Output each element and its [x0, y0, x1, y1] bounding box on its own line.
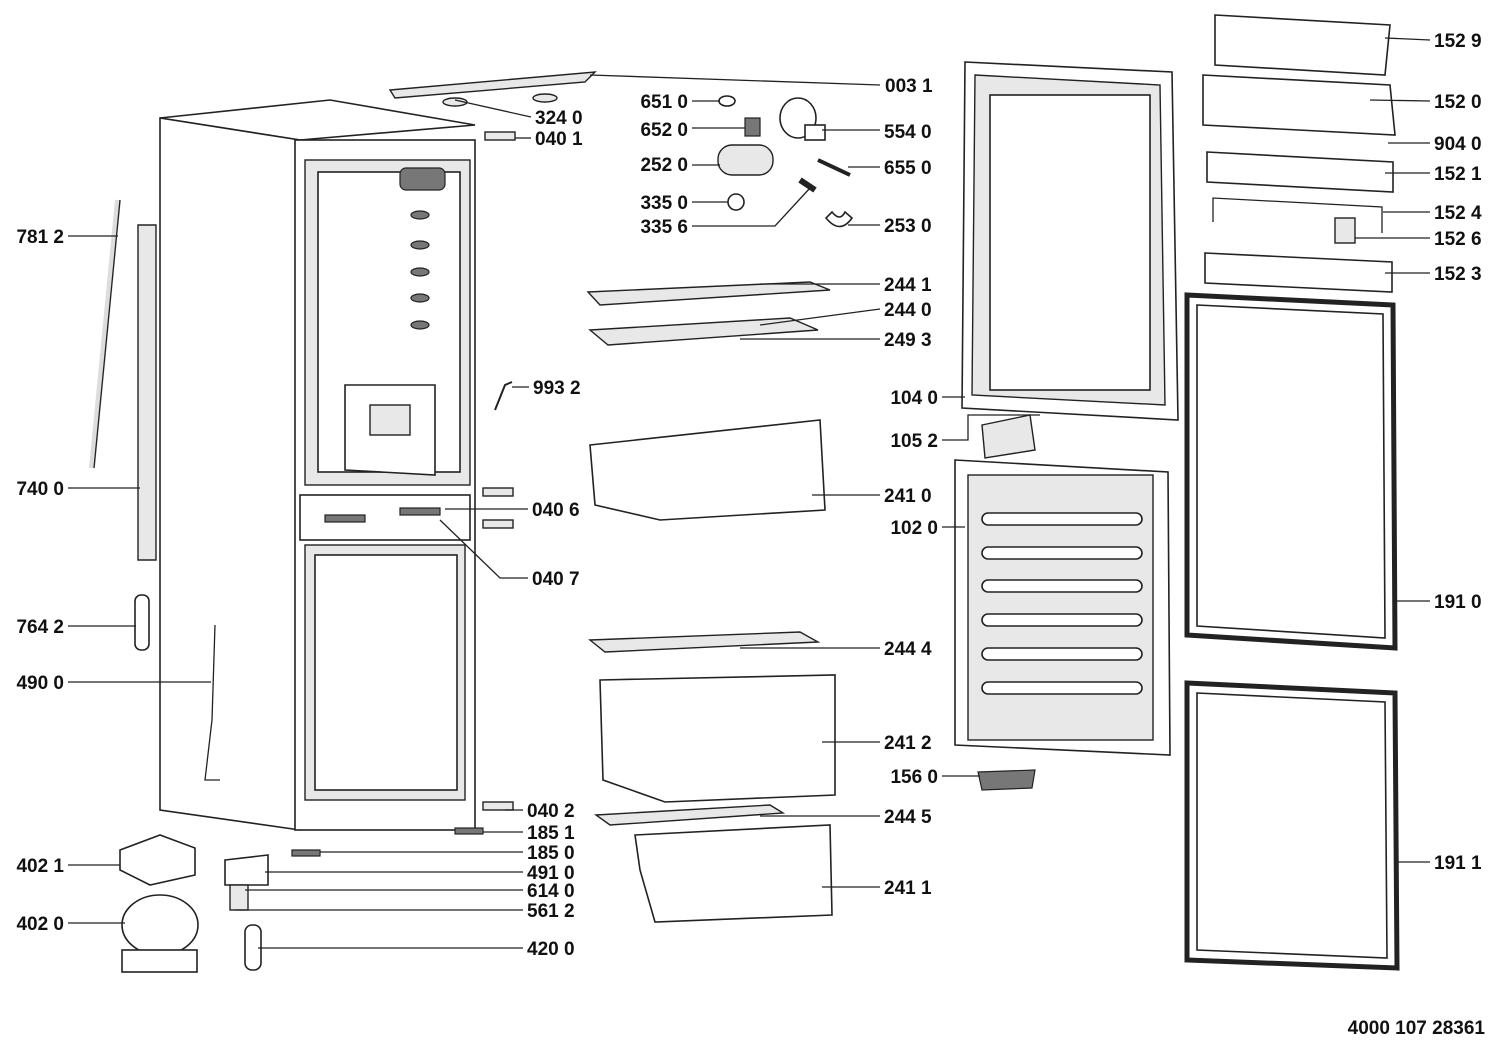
cabinet: [159, 99, 476, 831]
part-number-label: 244 1: [884, 275, 932, 296]
shelf-152-1: [1206, 151, 1394, 193]
compressor-cover: [119, 834, 196, 886]
part-number-label: 904 0: [1434, 134, 1482, 155]
part-number-label: 252 0: [640, 155, 688, 176]
hinge-040-2: [482, 801, 514, 811]
part-number-label: 253 0: [884, 216, 932, 237]
leader-line: [942, 414, 1040, 441]
part-number-label: 152 0: [1434, 92, 1482, 113]
part-number-label: 152 1: [1434, 164, 1482, 185]
leader-lines: [68, 37, 1431, 949]
part-number-label: 104 0: [890, 388, 938, 409]
part-number-label: 402 0: [16, 914, 64, 935]
drawer-241-1: [634, 824, 833, 923]
part-number-label: 241 0: [884, 486, 932, 507]
gasket-191-1: [1184, 680, 1400, 971]
part-781-2: [89, 199, 121, 469]
part-number-label: 003 1: [885, 76, 933, 97]
leader-line: [439, 519, 528, 579]
hinge-040-1: [484, 131, 516, 141]
part-number-label: 185 0: [527, 843, 575, 864]
part-number-label: 241 2: [884, 733, 932, 754]
power-cord: [204, 624, 220, 781]
part-number-label: 651 0: [640, 92, 688, 113]
condenser: [137, 224, 157, 561]
part-number-label: 102 0: [890, 518, 938, 539]
drawer-241-2: [599, 674, 836, 803]
part-number-label: 152 6: [1434, 229, 1482, 250]
part-number-label: 244 5: [884, 807, 932, 828]
clip-152-6: [1334, 217, 1356, 244]
part-number-label: 244 0: [884, 300, 932, 321]
part-number-label: 249 3: [884, 330, 932, 351]
leader-line: [759, 308, 881, 326]
compressor: [121, 894, 199, 956]
part-number-label: 781 2: [16, 227, 64, 248]
part-number-label: 324 0: [535, 108, 583, 129]
part-number-label: 191 1: [1434, 853, 1482, 874]
part-number-label: 040 1: [535, 129, 583, 150]
part-number-label: 335 0: [640, 193, 688, 214]
document-code: 4000 107 28361: [1348, 1018, 1486, 1039]
relay: [229, 884, 249, 911]
part-number-label: 655 0: [884, 158, 932, 179]
part-993-2: [494, 381, 513, 411]
part-number-label: 490 0: [16, 673, 64, 694]
freezer-door-102-0: [954, 459, 1171, 756]
part-number-label: 191 0: [1434, 592, 1482, 613]
part-number-label: 040 2: [527, 801, 575, 822]
ice-tray-156-0: [977, 769, 1036, 791]
part-number-label: 152 4: [1434, 203, 1482, 224]
part-number-label: 156 0: [890, 767, 938, 788]
shelf-244-5: [593, 804, 786, 826]
part-number-label: 244 4: [884, 639, 932, 660]
shelf-152-3: [1204, 252, 1393, 293]
part-number-label: 561 2: [527, 901, 575, 922]
part-number-label: 040 6: [532, 500, 580, 521]
rail-152-4: [1212, 197, 1383, 233]
thermostat-parts: [717, 95, 854, 228]
part-number-label: 740 0: [16, 479, 64, 500]
part-number-label: 652 0: [640, 120, 688, 141]
part-number-label: 152 9: [1434, 31, 1482, 52]
leader-line: [454, 99, 532, 118]
part-number-label: 420 0: [527, 939, 575, 960]
part-number-label: 152 3: [1434, 264, 1482, 285]
part-number-label: 185 1: [527, 823, 575, 844]
filter-drier: [134, 594, 150, 651]
fridge-door-104-0: [961, 61, 1179, 421]
part-number-label: 040 7: [532, 569, 580, 590]
part-number-label: 491 0: [527, 863, 575, 884]
gasket-191-0: [1184, 292, 1398, 651]
shelf-244-4: [588, 631, 821, 653]
top-panel: [388, 71, 597, 99]
lid-152-9: [1214, 14, 1391, 76]
leader-line: [1369, 99, 1431, 102]
part-number-label: 241 1: [884, 878, 932, 899]
part-number-label: 554 0: [884, 122, 932, 143]
part-number-label: 105 2: [890, 431, 938, 452]
crisper-241-0: [589, 419, 826, 521]
shelf-244-1: [586, 281, 831, 306]
leader-line: [692, 187, 811, 227]
leader-line: [1384, 37, 1431, 41]
shelf-152-0: [1202, 74, 1396, 136]
compressor-base: [121, 949, 198, 973]
part-number-label: 402 1: [16, 856, 64, 877]
part-number-label: 764 2: [16, 617, 64, 638]
relay-box: [224, 854, 269, 886]
part-number-label: 335 6: [640, 217, 688, 238]
part-number-label: 614 0: [527, 881, 575, 902]
part-number-label: 993 2: [533, 378, 581, 399]
leader-line: [589, 74, 881, 86]
part-105-2: [981, 414, 1036, 459]
